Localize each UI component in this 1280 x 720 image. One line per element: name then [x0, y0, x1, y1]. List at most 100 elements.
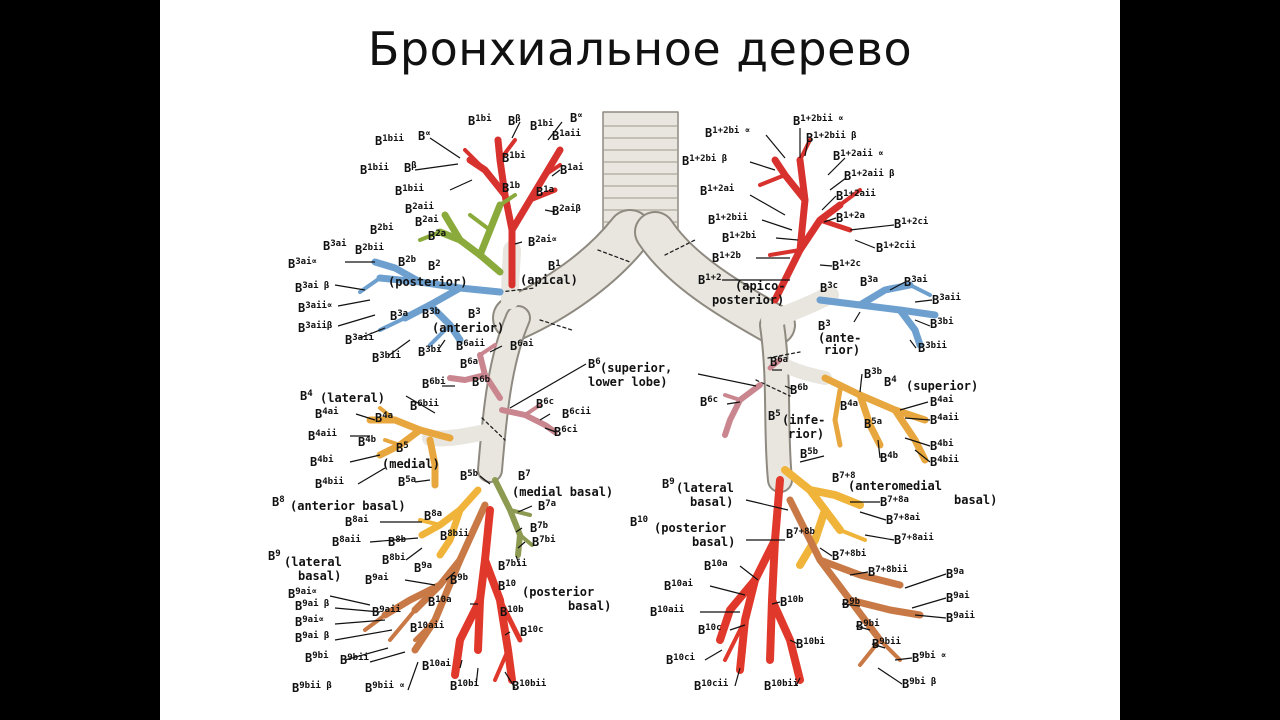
bronchus-label: B1+2aii β	[844, 168, 895, 183]
bronchus-label-suffix: 2bii	[362, 242, 384, 253]
left-anterior-basal-branches	[418, 486, 482, 559]
bronchus-label-base: B	[508, 114, 515, 128]
bronchus-label-base: B	[768, 409, 775, 423]
bronchus-label: B10bii	[512, 678, 547, 693]
bronchus-label: B10	[498, 579, 516, 593]
bronchus-label-base: B	[894, 217, 901, 231]
bronchus-label-base: B	[764, 679, 771, 693]
bronchus-label-suffix: 2aii	[412, 201, 434, 212]
bronchus-label: B∝	[418, 129, 431, 143]
bronchus-label: B10ai	[422, 658, 451, 673]
bronchus-label: (apical)	[520, 273, 578, 287]
bronchus-label: posterior)	[712, 293, 784, 307]
bronchus-label: Bβ	[508, 114, 521, 128]
bronchus-label-base: B	[315, 477, 322, 491]
bronchus-label: B4bii	[315, 476, 344, 491]
bronchus-label-suffix: 10a	[711, 559, 727, 569]
bronchus-label: B3aii	[932, 292, 961, 307]
bronchus-label-suffix: 10ai	[429, 658, 451, 669]
bronchus-label-suffix: ∝	[577, 111, 582, 121]
bronchus-label: B10bii	[764, 678, 799, 693]
bronchus-label-base: B	[355, 243, 362, 257]
bronchus-label-suffix: 10cii	[701, 678, 729, 689]
bronchus-label-suffix: 7+8a	[887, 495, 909, 505]
bronchus-label-base: B	[884, 375, 891, 389]
bronchus-label-base: B	[502, 151, 509, 165]
bronchus-label-suffix: 7+8bi	[839, 548, 867, 559]
bronchus-label-suffix: 1+2aii ∝	[840, 148, 883, 159]
bronchus-label: B9bii β	[292, 680, 332, 695]
bronchus-label-suffix: 1+2	[705, 273, 721, 283]
bronchus-label: B1+2cii	[876, 240, 916, 255]
bronchus-label: B1	[548, 259, 561, 273]
right-lingula-branches	[821, 374, 929, 464]
bronchus-label-base: B	[836, 189, 843, 203]
bronchus-label-suffix: 9bii ∝	[372, 680, 405, 691]
bronchus-label-base: B	[833, 149, 840, 163]
bronchus-label-base: B	[422, 377, 429, 391]
bronchus-label: B10a	[704, 559, 728, 573]
bronchus-label-suffix: 1+2a	[843, 211, 865, 221]
bronchus-label-suffix: 6a	[777, 355, 788, 365]
bronchus-label: (lateral)	[320, 391, 385, 405]
bronchus-label-base: B	[510, 339, 517, 353]
bronchus-label: B4bi	[930, 438, 954, 453]
bronchus-label-base: B	[288, 587, 295, 601]
bronchus-label-suffix: 10b	[787, 595, 804, 605]
bronchus-label-suffix: 1+2aii	[843, 188, 876, 199]
bronchus-label-base: B	[340, 653, 347, 667]
bronchus-label-suffix: 5a	[405, 475, 416, 485]
bronchus-label-base: B	[410, 399, 417, 413]
bronchus-label-suffix: 3a	[397, 309, 408, 319]
bronchus-label-suffix: 10ai	[671, 578, 693, 589]
bronchus-label-base: B	[298, 301, 305, 315]
bronchus-label-base: B	[450, 679, 457, 693]
bronchus-label: B9a	[414, 561, 432, 575]
bronchus-label-suffix: 9bii	[879, 636, 901, 647]
bronchus-label-base: B	[450, 573, 457, 587]
bronchus-label-base: B	[295, 281, 302, 295]
bronchus-label: B9ai	[946, 590, 970, 605]
bronchus-label-base: B	[456, 339, 463, 353]
bronchus-label-base: B	[398, 475, 405, 489]
bronchus-label-suffix: 10bii	[519, 678, 547, 689]
bronchus-label: B5a	[398, 475, 416, 489]
bronchus-label-suffix: 9b	[457, 573, 468, 583]
bronchus-label-base: B	[946, 591, 953, 605]
bronchus-label-base: B	[418, 129, 425, 143]
bronchus-label-suffix: 1+2bii β	[813, 130, 856, 141]
bronchus-label-suffix: 7+8ai	[893, 512, 921, 523]
bronchus-label: B7bii	[498, 558, 527, 573]
bronchus-label-base: B	[856, 619, 863, 633]
bronchus-label-base: B	[786, 527, 793, 541]
bronchus-label-suffix: 9ai∝	[295, 586, 317, 597]
bronchus-label: B1+2bi β	[682, 153, 727, 168]
left-lingula-branches	[366, 406, 454, 489]
bronchus-label-suffix: 9ai β	[302, 630, 329, 641]
bronchus-label: (posterior	[522, 585, 594, 599]
bronchus-label: (medial)	[382, 457, 440, 471]
bronchus-label-suffix: ∝	[425, 129, 430, 139]
slide-title: Бронхиальное дерево	[367, 22, 913, 76]
bronchus-label: B10ai	[664, 578, 693, 593]
bronchus-label-suffix: 10b	[507, 605, 524, 615]
bronchus-label-base: B	[460, 469, 467, 483]
bronchus-label-base: B	[268, 549, 275, 563]
bronchus-label: (anteromedial	[848, 479, 942, 493]
bronchus-label: B3b	[864, 367, 883, 381]
bronchus-label-suffix: 1+2aii β	[851, 168, 894, 179]
bronchus-label-base: B	[700, 184, 707, 198]
bronchus-label: B1+2aii	[836, 188, 876, 203]
airway-structure	[358, 111, 939, 684]
bronchus-label: B1+2b	[712, 251, 741, 265]
bronchus-label-base: B	[288, 257, 295, 271]
bronchus-label-base: B	[700, 395, 707, 409]
bronchus-label: B7+8b	[786, 527, 815, 541]
bronchus-label: B7+8bi	[832, 548, 867, 563]
bronchus-label-suffix: 7+8aii	[901, 532, 934, 543]
bronchus-label: B9bii ∝	[365, 680, 405, 695]
bronchus-label-base: B	[502, 181, 509, 195]
bronchus-label-suffix: 4	[307, 389, 313, 399]
bronchus-label-base: B	[365, 681, 372, 695]
bronchus-label-base: B	[395, 184, 402, 198]
